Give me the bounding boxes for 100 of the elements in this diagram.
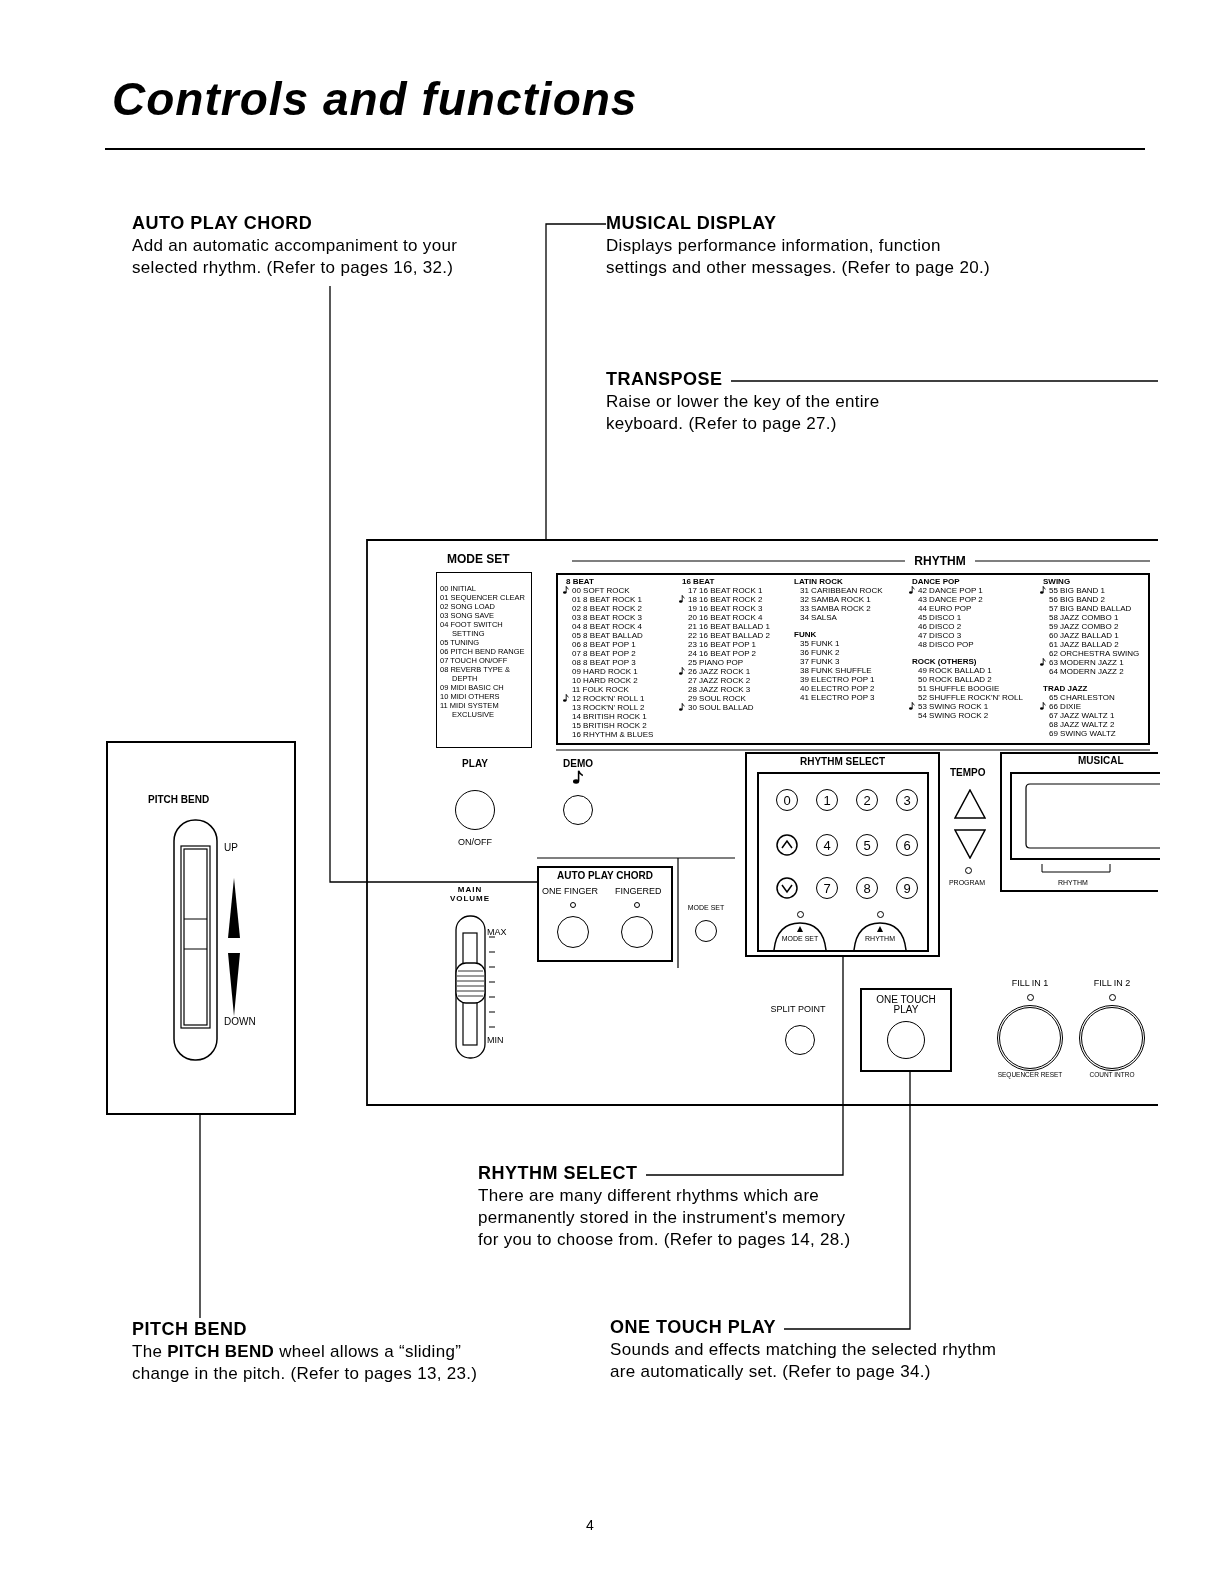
control-label: TEMPO	[950, 768, 986, 778]
rhythm-entry: 30 SOUL BALLAD	[688, 703, 754, 712]
rhythm-entry: 41 ELECTRO POP 3	[800, 693, 875, 702]
rhythm-category: LATIN ROCK	[794, 577, 844, 586]
callout-heading: RHYTHM SELECT	[478, 1162, 638, 1184]
rhythm-entry: 08 8 BEAT POP 3	[572, 658, 636, 667]
musical-display-panel	[1000, 752, 1158, 892]
rhythm-entry: 01 8 BEAT ROCK 1	[572, 595, 642, 604]
callout-description: Sounds and effects matching the selected rhythm are automatically set. (Refer to page 34.)	[610, 1339, 998, 1383]
rhythm-entry: 64 MODERN JAZZ 2	[1049, 667, 1124, 676]
panel-label: ONE TOUCH PLAY	[875, 995, 937, 1015]
rhythm-entry: 34 SALSA	[800, 613, 837, 622]
rhythm-entry: 06 8 BEAT POP 1	[572, 640, 636, 649]
rhythm-entry: 59 JAZZ COMBO 2	[1049, 622, 1119, 631]
rhythm-category: SWING	[1043, 577, 1072, 586]
rhythm-entry: 07 8 BEAT POP 2	[572, 649, 636, 658]
rhythm-entry: 27 JAZZ ROCK 2	[688, 676, 751, 685]
rhythm-category: ROCK (OTHERS)	[912, 657, 978, 666]
rhythm-entry: 33 SAMBA ROCK 2	[800, 604, 871, 613]
rhythm-entry: 14 BRITISH ROCK 1	[572, 712, 647, 721]
rhythm-entry: 03 8 BEAT ROCK 3	[572, 613, 642, 622]
rhythm-entry: 61 JAZZ BALLAD 2	[1049, 640, 1119, 649]
rhythm-entry: 29 SOUL ROCK	[688, 694, 746, 703]
callout-heading: AUTO PLAY CHORD	[132, 212, 313, 234]
rhythm-category: 16 BEAT	[682, 577, 716, 586]
leader-line	[645, 956, 844, 1176]
rhythm-entry: 38 FUNK SHUFFLE	[800, 666, 872, 675]
leader-line	[545, 223, 607, 541]
rhythm-entry: 22 16 BEAT BALLAD 2	[688, 631, 770, 640]
scale-label: MAX	[487, 928, 507, 937]
control-label: FILL IN 2	[1093, 979, 1131, 988]
rhythm-entry: 17 16 BEAT ROCK 1	[688, 586, 763, 595]
page-number: 4	[586, 1518, 594, 1532]
rhythm-entry: 39 ELECTRO POP 1	[800, 675, 875, 684]
control-label: PLAY	[462, 759, 488, 769]
rhythm-entry: 26 JAZZ ROCK 1	[688, 667, 751, 676]
rhythm-entry: 23 16 BEAT POP 1	[688, 640, 757, 649]
leader-line	[730, 380, 1159, 382]
callout-description: Displays performance information, function settings and other messages. (Refer to page 20.)	[606, 235, 991, 279]
rhythm-entry: 04 8 BEAT ROCK 4	[572, 622, 642, 631]
rhythm-entry: 65 CHARLESTON	[1049, 693, 1115, 702]
callout-heading: TRANSPOSE	[606, 368, 723, 390]
rhythm-entry: 10 HARD ROCK 2	[572, 676, 638, 685]
panel-label: RHYTHM SELECT	[800, 757, 885, 767]
control-label: DEMO	[563, 759, 593, 769]
rhythm-entry: 43 DANCE POP 2	[918, 595, 983, 604]
rhythm-entry: 40 ELECTRO POP 2	[800, 684, 875, 693]
rhythm-entry: 56 BIG BAND 2	[1049, 595, 1106, 604]
rhythm-entry: 54 SWING ROCK 2	[918, 711, 989, 720]
callout-description: The PITCH BEND wheel allows a “sliding” change in the pitch. (Refer to pages 13, 23.)	[132, 1341, 479, 1385]
rhythm-entry: 09 HARD ROCK 1	[572, 667, 638, 676]
pitch-bend-panel	[106, 741, 296, 1115]
rhythm-entry: 36 FUNK 2	[800, 648, 840, 657]
control-label: ON/OFF	[458, 838, 492, 847]
rhythm-entry: 67 JAZZ WALTZ 1	[1049, 711, 1115, 720]
rhythm-entry: 60 JAZZ BALLAD 1	[1049, 631, 1119, 640]
rhythm-entry: 12 ROCK'N' ROLL 1	[572, 694, 645, 703]
callout-heading: PITCH BEND	[132, 1318, 247, 1340]
one-touch-play-panel	[860, 988, 952, 1072]
rhythm-entry: 53 SWING ROCK 1	[918, 702, 989, 711]
rhythm-entry: 50 ROCK BALLAD 2	[918, 675, 992, 684]
panel-label: FINGERED	[615, 887, 662, 896]
rhythm-category: 8 BEAT	[566, 577, 595, 586]
callout-description: Raise or lower the key of the entire keyboard. (Refer to page 27.)	[606, 391, 881, 435]
control-label: MAIN VOLUME	[448, 885, 492, 903]
rhythm-entry: 47 DISCO 3	[918, 631, 962, 640]
rhythm-entry: 45 DISCO 1	[918, 613, 962, 622]
rhythm-entry: 15 BRITISH ROCK 2	[572, 721, 647, 730]
panel-label: AUTO PLAY CHORD	[557, 871, 653, 881]
auto-play-chord-panel	[537, 866, 673, 962]
rhythm-entry: 24 16 BEAT POP 2	[688, 649, 757, 658]
rhythm-entry: 25 PIANO POP	[688, 658, 744, 667]
rhythm-entry: 37 FUNK 3	[800, 657, 840, 666]
rhythm-entry: 42 DANCE POP 1	[918, 586, 983, 595]
rhythm-entry: 44 EURO POP	[918, 604, 972, 613]
panel-label: ONE FINGER	[542, 887, 598, 896]
rhythm-entry: 57 BIG BAND BALLAD	[1049, 604, 1132, 613]
control-label: SPLIT POINT	[770, 1005, 826, 1014]
rhythm-entry: 02 8 BEAT ROCK 2	[572, 604, 642, 613]
rhythm-entry: 66 DIXIE	[1049, 702, 1081, 711]
scale-label: MIN	[487, 1036, 504, 1045]
callout-heading: ONE TOUCH PLAY	[610, 1316, 777, 1338]
rhythm-category: TRAD JAZZ	[1043, 684, 1089, 693]
rhythm-entry: 51 SHUFFLE BOOGIE	[918, 684, 1000, 693]
callout-description: There are many different rhythms which are permanently stored in the instrument's memory for you to choose from. (Refer to pages 14, 28.)	[478, 1185, 852, 1251]
rhythm-entry: 18 16 BEAT ROCK 2	[688, 595, 763, 604]
rhythm-entry: 20 16 BEAT ROCK 4	[688, 613, 763, 622]
leader-line	[199, 1114, 201, 1319]
rhythm-entry: 69 SWING WALTZ	[1049, 729, 1116, 738]
page-title: Controls and functions	[112, 76, 638, 122]
rhythm-entry: 32 SAMBA ROCK 1	[800, 595, 871, 604]
rhythm-entry: 68 JAZZ WALTZ 2	[1049, 720, 1115, 729]
rhythm-entry: 00 SOFT ROCK	[572, 586, 630, 595]
rhythm-entry: 28 JAZZ ROCK 3	[688, 685, 751, 694]
rhythm-entry: 05 8 BEAT BALLAD	[572, 631, 643, 640]
rhythm-entry: 49 ROCK BALLAD 1	[918, 666, 992, 675]
rhythm-entry: 19 16 BEAT ROCK 3	[688, 604, 763, 613]
section-heading: RHYTHM	[914, 555, 966, 567]
rhythm-entry: 13 ROCK'N' ROLL 2	[572, 703, 645, 712]
panel-label: MUSICAL	[1078, 756, 1124, 766]
